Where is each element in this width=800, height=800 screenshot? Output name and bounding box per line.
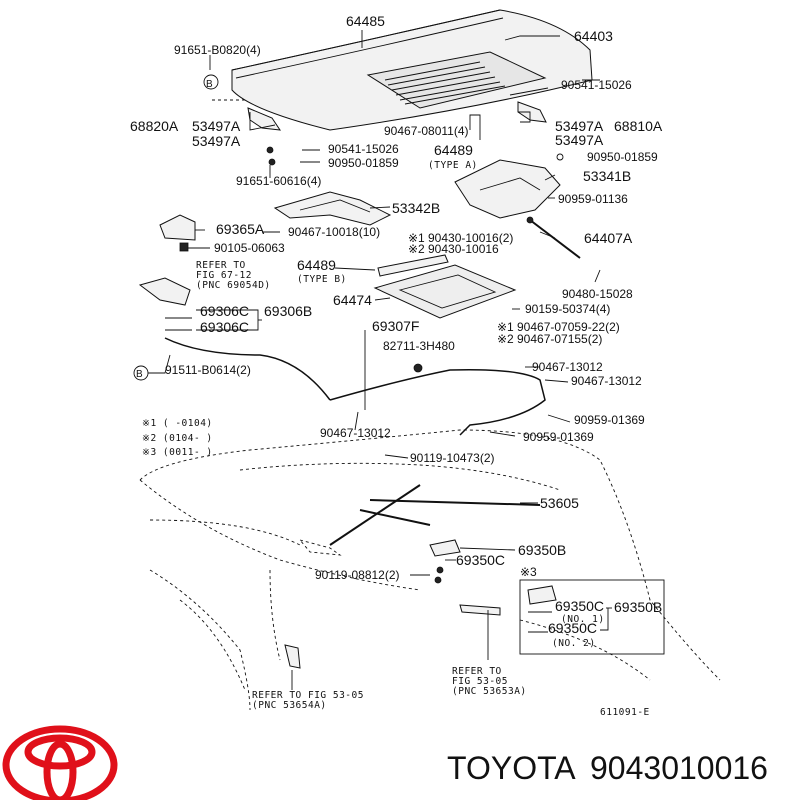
legend-3: ※3 (0011- ) [142, 447, 213, 458]
label-90480-15028: 90480-15028 [562, 287, 633, 301]
label-91651-60616: 91651-60616(4) [236, 174, 321, 188]
hood-seal-53342B [273, 191, 392, 226]
hood-scoop-type-b [373, 254, 517, 319]
label-refer-2a: REFER TO [452, 666, 502, 677]
label-69306C-2: 69306C [200, 319, 249, 335]
label-69350C-2: 69350C [555, 598, 604, 614]
bracket-53654A [284, 644, 301, 669]
vehicle-body-outline [139, 429, 721, 711]
hood-lock-brace [329, 484, 541, 546]
label-69350B-1: 69350B [518, 542, 566, 558]
label-refer-2b: FIG 53-05 [452, 676, 508, 687]
label-69307F: 69307F [372, 318, 419, 334]
label-marker-2b: ※2 [497, 332, 514, 346]
label-90950-01859-b: 90950-01859 [587, 150, 658, 164]
label-64474: 64474 [333, 292, 372, 308]
label-90467-10018: 90467-10018(10) [288, 225, 380, 239]
label-refer-1a: REFER TO [196, 260, 246, 271]
label-64489-a: 64489 [434, 142, 473, 158]
label-69306C-1: 69306C [200, 303, 249, 319]
brand-part-number: 9043010016 [590, 750, 768, 786]
label-90119-08812: 90119-08812(2) [315, 568, 400, 582]
label-53497A-2: 53497A [192, 133, 241, 149]
label-90541-15026-a: 90541-15026 [561, 78, 632, 92]
label-type-b: (TYPE B) [297, 274, 347, 285]
legend-1: ※1 ( -0104) [142, 418, 213, 429]
label-91511-b0614: 91511-B0614(2) [165, 363, 251, 377]
hood-lock-support [159, 214, 196, 252]
label-90959-01136: 90959-01136 [558, 192, 628, 206]
label-90950-01859-a: 90950-01859 [328, 156, 399, 170]
label-90430-10016-a: 90430-10016(2) [428, 231, 513, 245]
label-64485: 64485 [346, 13, 385, 29]
label-refer-1b: FIG 67-12 [196, 270, 252, 281]
label-90159-50374: 90159-50374(4) [525, 302, 610, 316]
hood-hinge-right [517, 101, 547, 123]
bracket-53653A [459, 604, 501, 616]
label-69365A: 69365A [216, 221, 265, 237]
label-90541-15026-b: 90541-15026 [328, 142, 399, 156]
label-82711-3h480: 82711-3H480 [383, 339, 455, 353]
label-type-a: (TYPE A) [428, 160, 478, 171]
inset-box-m3 [519, 579, 665, 655]
legend-2: ※2 (0104- ) [142, 433, 213, 444]
label-marker-3: ※3 [520, 565, 537, 579]
toyota-logo-icon [2, 725, 118, 800]
hood-support-rod [526, 216, 581, 259]
label-b-marker-1: B [206, 79, 213, 90]
hood-insulator-53341B [454, 159, 561, 219]
label-64403: 64403 [574, 28, 613, 44]
label-90467-13012-b: 90467-13012 [571, 374, 642, 388]
label-90119-10473: 90119-10473(2) [410, 451, 495, 465]
label-fig-code: 611091-E [600, 707, 650, 718]
label-b-marker-2: B [136, 369, 143, 380]
label-69350C-3: 69350C [548, 620, 597, 636]
hood-latch-assembly [138, 277, 192, 331]
label-53341B: 53341B [583, 168, 631, 184]
label-refer-1c: (PNC 69054D) [196, 280, 271, 291]
label-90467-07155: 90467-07155(2) [517, 332, 602, 346]
label-69306B: 69306B [264, 303, 312, 319]
label-53342B: 53342B [392, 200, 440, 216]
leader-lines [148, 30, 601, 690]
label-90430-10016-b: 90430-10016 [428, 242, 499, 256]
label-marker-1b: ※1 [497, 320, 514, 334]
label-90105-06063: 90105-06063 [214, 241, 285, 255]
label-64489-b: 64489 [297, 257, 336, 273]
label-no-1: (NO. 1) [561, 614, 605, 625]
label-53497A-4: 53497A [555, 132, 604, 148]
label-90959-01369-a: 90959-01369 [574, 413, 645, 427]
label-53497A-1: 53497A [192, 118, 241, 134]
label-68810A: 68810A [614, 118, 663, 134]
label-90467-13012-a: 90467-13012 [532, 360, 603, 374]
label-90467-07059: 90467-07059-22(2) [517, 320, 620, 334]
label-refer-2c: (PNC 53653A) [452, 686, 527, 697]
label-no-2: (NO. 2) [552, 638, 596, 649]
brand-name: TOYOTA [447, 750, 576, 786]
label-marker-2a: ※2 [408, 242, 425, 256]
label-marker-1a: ※1 [408, 231, 425, 245]
label-refer-3a: REFER TO FIG 53-05 [252, 690, 364, 701]
label-68820A: 68820A [130, 118, 179, 134]
hood-release-cable [164, 337, 546, 436]
label-refer-3b: (PNC 53654A) [252, 700, 327, 711]
label-91651-b0820: 91651-B0820(4) [174, 43, 261, 57]
label-69350C-1: 69350C [456, 552, 505, 568]
label-90467-13012-c: 90467-13012 [320, 426, 391, 440]
label-53605: 53605 [540, 495, 579, 511]
hood-hinge-left [247, 107, 282, 166]
hood-lock-69350 [429, 539, 461, 584]
hood-scoop-vents [384, 61, 506, 105]
label-53497A-3: 53497A [555, 118, 604, 134]
label-90467-08011: 90467-08011(4) [384, 124, 469, 138]
label-69350B-2: 69350B [614, 599, 662, 615]
label-90959-01369-b: 90959-01369 [523, 430, 594, 444]
hood-panel [231, 9, 593, 131]
label-64407A: 64407A [584, 230, 633, 246]
